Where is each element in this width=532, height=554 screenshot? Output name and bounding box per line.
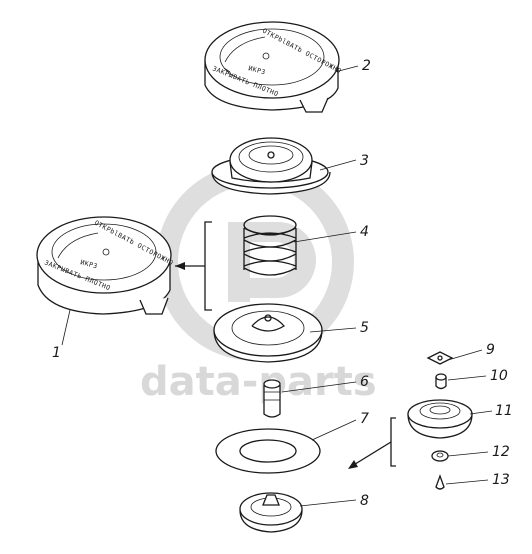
callout-12: 12	[492, 444, 510, 460]
callout-9: 9	[486, 342, 495, 358]
part-3-valve-plate	[211, 137, 331, 195]
callout-3: 3	[360, 153, 369, 169]
leader-lines	[61, 65, 493, 507]
callout-2: 2	[362, 58, 371, 74]
part-11-valve-disc	[407, 399, 473, 439]
callout-1: 1	[52, 345, 61, 361]
part-1-cap-assembly: OTKPblBATb OCTOPOЖHO ЗАКРЫВАТЬ ПЛОТНО ИК…	[36, 216, 175, 315]
part-8-valve-body	[239, 492, 303, 533]
part-7-gasket	[215, 428, 321, 474]
part-9-plate	[426, 351, 454, 365]
part-5-valve-plate	[213, 303, 323, 363]
part-13-pin	[435, 474, 445, 490]
watermark-text: data-parts	[140, 359, 377, 405]
callout-4: 4	[360, 224, 369, 240]
assembly-bracket-right	[348, 417, 396, 469]
callout-6: 6	[360, 374, 369, 390]
part-12-washer	[431, 450, 449, 462]
part-6-valve-stem	[263, 379, 281, 418]
part-4-spring	[243, 215, 297, 276]
callout-7: 7	[360, 411, 369, 427]
part-10-nut	[435, 373, 447, 390]
part-2-cap: OTKPblBATb OCTOPOЖHO ЗАКРЫВАТЬ ПЛОТНО ИК…	[204, 21, 343, 113]
callout-5: 5	[360, 320, 369, 336]
callout-11: 11	[495, 403, 513, 419]
callout-13: 13	[492, 472, 510, 488]
callout-10: 10	[490, 368, 508, 384]
callout-8: 8	[360, 493, 369, 509]
assembly-bracket-left	[175, 221, 212, 311]
callouts: 1 2 3 4 5 6 7 8 9 10 11 12 13	[52, 58, 513, 509]
